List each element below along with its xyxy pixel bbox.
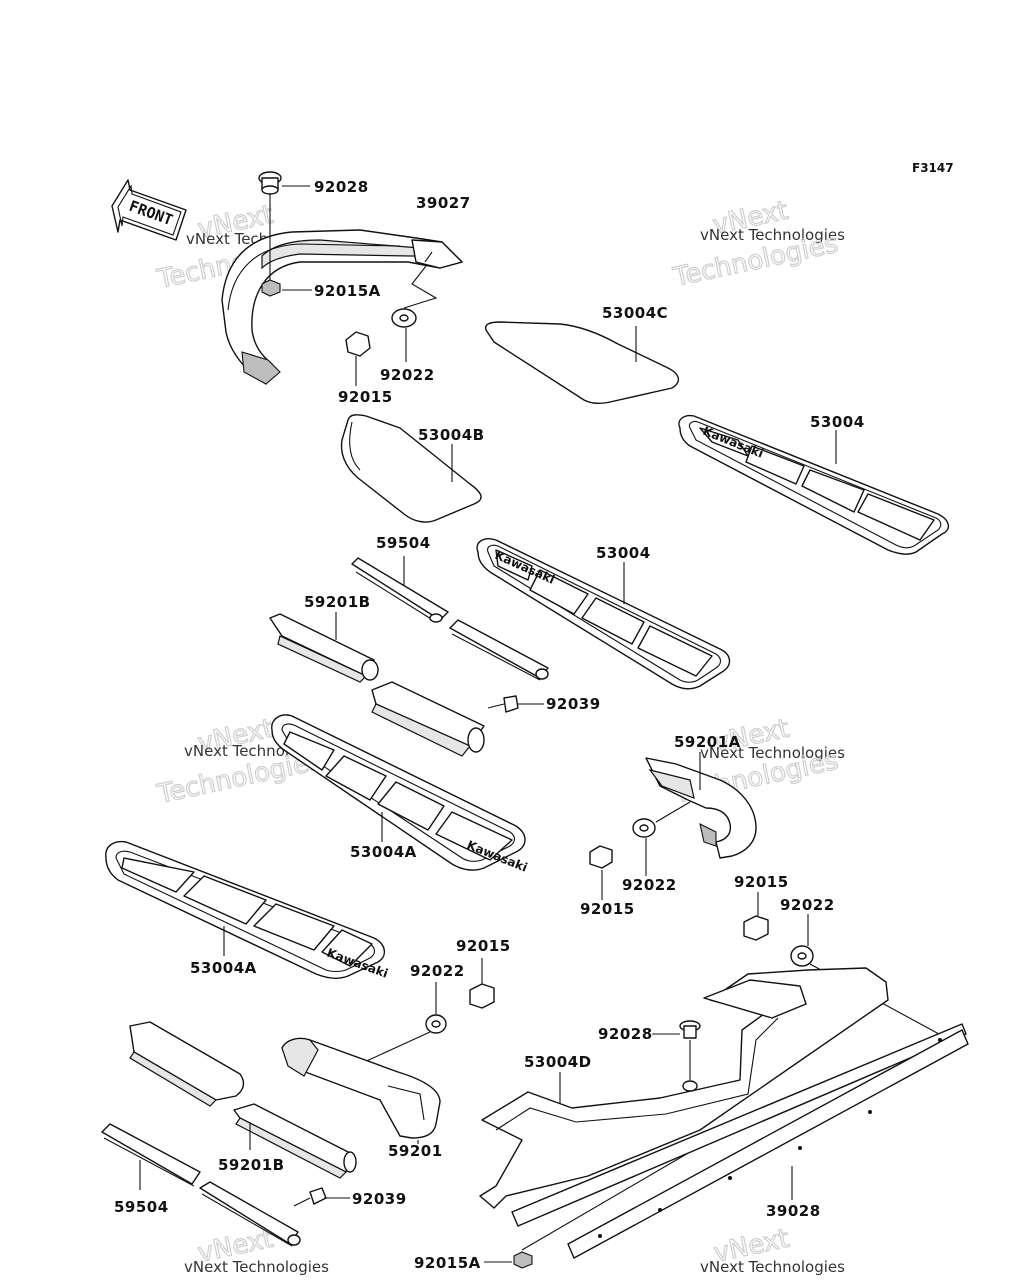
label-92039-lower: 92039: [352, 1190, 407, 1208]
label-92039-top: 92039: [546, 695, 601, 713]
label-92015-top: 92015: [338, 388, 393, 406]
mat-53004-middle: Kawasaki: [476, 538, 731, 690]
mat-53004A-middle: Kawasaki: [271, 714, 529, 875]
bumper-39027: [221, 229, 463, 385]
svg-text:vNext Technologies: vNext Technologies: [700, 226, 845, 244]
label-39027: 39027: [416, 194, 471, 212]
svg-text:vNext Technologies: vNext Technologies: [184, 1258, 329, 1276]
figure-code: F3147: [912, 161, 954, 175]
watermark-bottom-left: vNext vNext Technologies: [184, 1223, 329, 1276]
strip-59504-top: [351, 556, 449, 623]
label-92015-middle: 92015: [580, 900, 635, 918]
label-92022-right: 92022: [780, 896, 835, 914]
nut-92015-top: [345, 331, 371, 386]
label-92015A-top: 92015A: [314, 282, 381, 300]
label-53004-right: 53004: [810, 413, 865, 431]
washer-92022-lower: [359, 982, 447, 1065]
bolt-92028-lower: [679, 1020, 701, 1039]
nut-92015-lower: [469, 958, 495, 1009]
strip-59504-bottom: [199, 1181, 301, 1247]
label-92015-lower: 92015: [456, 937, 511, 955]
label-59504-lower: 59504: [114, 1198, 169, 1216]
watermark-top-right: vNext vNext Technologies Technologies: [670, 195, 845, 294]
label-92022-lower: 92022: [410, 962, 465, 980]
watermark-bottom-right: vNext vNext Technologies: [700, 1223, 845, 1276]
washer-92022-top: [391, 265, 438, 362]
mat-53004-right: Kawasaki: [678, 414, 949, 555]
label-59201: 59201: [388, 1142, 443, 1160]
strip-59504-lower: [101, 1123, 201, 1190]
channel-59201B-bottom: [233, 1103, 357, 1179]
pad-53004B: [340, 414, 482, 523]
rivet-92039-top: [487, 695, 544, 713]
bolt-92028-top: [258, 171, 310, 282]
label-53004A-left: 53004A: [190, 959, 257, 977]
label-92028-top: 92028: [314, 178, 369, 196]
label-53004A-middle: 53004A: [350, 843, 417, 861]
nut-92015-right: [743, 892, 769, 941]
nut-92015A-lower: [484, 1251, 533, 1269]
label-39028: 39028: [766, 1202, 821, 1220]
label-59201B-top: 59201B: [304, 593, 371, 611]
channel-59201B-lower: [129, 1021, 245, 1107]
label-53004-middle: 53004: [596, 544, 651, 562]
bumper-59201A: [645, 752, 757, 859]
strip-59504-middle: [449, 619, 549, 681]
nut-92015A-top: [261, 279, 312, 297]
bumper-59201: [281, 1037, 441, 1144]
label-53004D: 53004D: [524, 1053, 592, 1071]
label-92022-top: 92022: [380, 366, 435, 384]
svg-text:vNext Technologies: vNext Technologies: [700, 744, 845, 762]
nut-92015-middle: [589, 845, 613, 900]
channel-59201B-top: [269, 612, 379, 683]
label-92015A-lower: 92015A: [414, 1254, 481, 1272]
rivet-92039-lower: [293, 1187, 350, 1207]
pad-53004C: [484, 321, 679, 405]
label-92022-middle: 92022: [622, 876, 677, 894]
label-59201B-lower: 59201B: [218, 1156, 285, 1174]
label-59201A: 59201A: [674, 733, 741, 751]
label-59504-top: 59504: [376, 534, 431, 552]
washer-92022-middle: [632, 801, 691, 876]
label-92028-lower: 92028: [598, 1025, 653, 1043]
label-53004B: 53004B: [418, 426, 485, 444]
svg-text:vNext Technologies: vNext Technologies: [700, 1258, 845, 1276]
rail-39028: [511, 1023, 969, 1259]
label-92015-right: 92015: [734, 873, 789, 891]
mat-53004D: [479, 967, 889, 1251]
front-arrow-icon: FRONT: [111, 179, 187, 241]
label-53004C: 53004C: [602, 304, 668, 322]
channel-59201B-middle: [371, 681, 485, 757]
